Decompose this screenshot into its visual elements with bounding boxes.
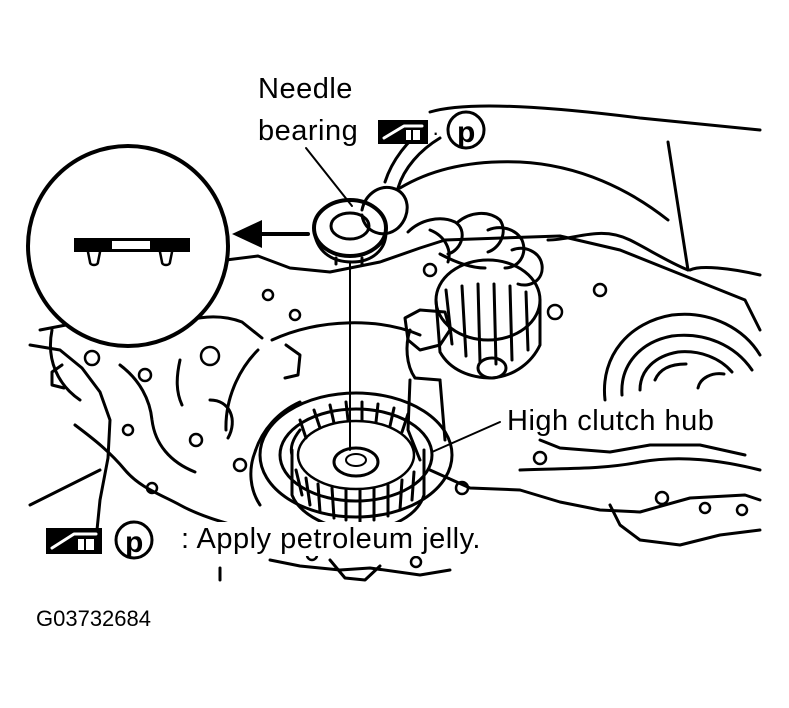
legend-p-letter: p bbox=[125, 526, 143, 559]
legend-jelly-icon bbox=[46, 528, 102, 554]
arrow-left-icon bbox=[232, 220, 310, 248]
hand bbox=[360, 104, 762, 287]
high-clutch-hub-label: High clutch hub bbox=[503, 404, 719, 438]
petroleum-jelly-icon bbox=[378, 120, 428, 144]
dot-separator: · bbox=[432, 120, 439, 145]
needle-bearing-label-line2: bearing bbox=[258, 115, 359, 147]
figure-code: G03732684 bbox=[36, 606, 151, 631]
petroleum-p-letter: p bbox=[457, 116, 475, 149]
petroleum-p-icon bbox=[446, 110, 486, 150]
detail-callout bbox=[26, 144, 230, 348]
case-bore bbox=[602, 312, 762, 402]
hub-leader-line bbox=[431, 421, 501, 453]
legend-p-icon bbox=[114, 520, 154, 560]
needle-bearing-label-line1: Needle bbox=[258, 73, 353, 105]
high-clutch-hub bbox=[258, 391, 454, 532]
needle-bearing-part bbox=[312, 198, 388, 266]
case-bolts bbox=[83, 262, 749, 569]
bearing-leader-line bbox=[305, 147, 353, 207]
legend-text: : Apply petroleum jelly. bbox=[175, 522, 487, 556]
